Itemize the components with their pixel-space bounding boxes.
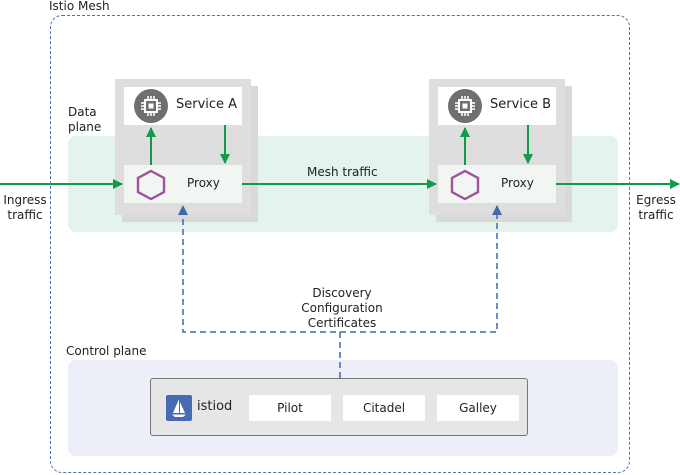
egress-label-line2: traffic [638, 208, 674, 222]
proxy-b-label: Proxy [501, 176, 534, 190]
cpu-chip-icon [448, 89, 482, 123]
service-b-card: Service B [438, 87, 556, 125]
control-link-proxy-a [178, 205, 341, 378]
service-a-card: Service A [124, 87, 242, 125]
istiod-label: istiod [197, 399, 233, 414]
mesh-traffic-label: Mesh traffic [307, 165, 378, 179]
cpu-chip-icon [134, 89, 168, 123]
proxy-b-card: Proxy [438, 165, 556, 203]
egress-label-line1: Egress [636, 193, 676, 207]
hexagon-icon [450, 169, 480, 205]
mesh-title: Istio Mesh [49, 0, 114, 14]
istiod-box: istiod Pilot Citadel Galley [150, 378, 528, 436]
control-link-label-configuration: Configuration [301, 301, 383, 315]
ingress-label: Ingress traffic [2, 193, 48, 223]
service-b-label: Service B [490, 97, 552, 112]
egress-label: Egress traffic [633, 193, 679, 223]
istio-sail-logo-icon [166, 395, 192, 421]
data-plane-label: Data plane [68, 105, 101, 135]
ingress-label-line1: Ingress [3, 193, 47, 207]
istio-mesh-boundary [50, 15, 630, 473]
proxy-a-label: Proxy [187, 176, 220, 190]
control-link-label: Discovery Configuration Certificates [282, 286, 402, 331]
service-a-label: Service A [176, 97, 238, 112]
control-link-proxy-b [340, 205, 502, 333]
pilot-component: Pilot [249, 395, 331, 421]
data-plane-label-line1: Data [68, 105, 97, 119]
proxy-a-card: Proxy [124, 165, 242, 203]
data-plane-label-line2: plane [68, 120, 102, 134]
control-link-label-certificates: Certificates [307, 316, 377, 330]
citadel-component: Citadel [343, 395, 425, 421]
control-link-label-discovery: Discovery [312, 286, 372, 300]
control-plane-label: Control plane [66, 344, 147, 358]
ingress-label-line2: traffic [7, 208, 43, 222]
galley-component: Galley [437, 395, 519, 421]
hexagon-icon [136, 169, 166, 205]
